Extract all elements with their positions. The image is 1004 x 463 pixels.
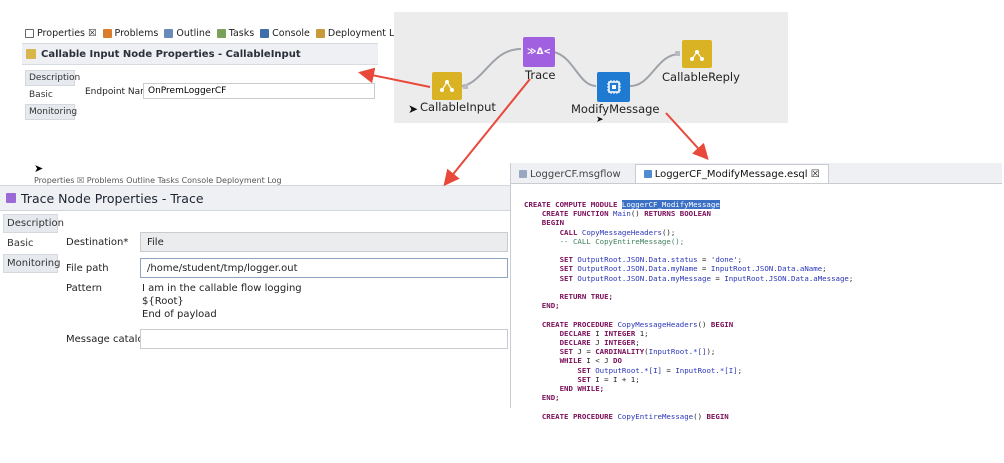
callable-reply-label: CallableReply: [662, 70, 740, 84]
trace-node[interactable]: ≫Δ<: [523, 37, 555, 67]
callable-input-label: CallableInput: [420, 100, 496, 114]
callable-reply-node[interactable]: [682, 40, 712, 68]
compute-icon: [606, 80, 621, 94]
mouse-cursor-icon-3: ➤: [34, 162, 44, 175]
code-line: CREATE PROCEDURE CopyMessageHeaders() BE…: [541, 319, 734, 329]
trace-node-icon: [6, 193, 16, 203]
code-line: SET J = CARDINALITY(InputRoot.*[]);: [559, 347, 716, 357]
code-line: -- CALL CopyEntireMessage();: [524, 236, 685, 246]
code-area[interactable]: CREATE COMPUTE MODULE LoggerCF_ModifyMes…: [524, 200, 854, 421]
tab-properties[interactable]: Properties ☒: [25, 28, 97, 39]
message-catalog-label: Message catalog: [66, 334, 150, 345]
destination-select[interactable]: File: [140, 232, 508, 252]
trace-properties-panel: Properties ☒ Problems Outline Tasks Cons…: [0, 162, 511, 350]
properties-icon: [25, 29, 34, 38]
tab-deployment-log[interactable]: Deployment Log: [315, 28, 406, 39]
code-line: WHILE I < J DO: [559, 356, 622, 366]
properties-title: Callable Input Node Properties - Callabl…: [41, 48, 301, 60]
view-tab-bar-2[interactable]: Properties ☒ Problems Outline Tasks Cons…: [34, 175, 282, 185]
pattern-line: I am in the callable flow logging: [142, 283, 302, 294]
message-flow-canvas[interactable]: CallableInput ≫Δ< Trace ModifyMessage Ca…: [394, 12, 788, 125]
editor-tab-msgflow[interactable]: LoggerCF.msgflow: [511, 165, 629, 183]
callable-input-properties-panel: Properties ☒ Problems Outline Tasks Cons…: [22, 24, 406, 121]
side-tab-basic[interactable]: Basic: [25, 87, 75, 103]
side-tab-description[interactable]: Description: [25, 70, 80, 86]
tasks-icon: [216, 29, 226, 38]
pattern-line: ${Root}: [142, 296, 184, 307]
code-line: BEGIN: [524, 218, 565, 228]
side-tab-monitoring[interactable]: Monitoring: [25, 104, 77, 120]
callable-reply-icon: [690, 50, 704, 61]
mouse-cursor-icon-2: ➤: [596, 115, 604, 125]
trace-label: Trace: [525, 68, 556, 82]
side-tab-basic[interactable]: Basic: [3, 234, 58, 253]
code-line: CREATE FUNCTION Main() RETURNS BOOLEAN: [541, 209, 711, 219]
selected-module-name: LoggerCF_ModifyMessage: [621, 200, 720, 209]
pattern-line: End of payload: [142, 309, 217, 320]
properties-header: Callable Input Node Properties - Callabl…: [22, 43, 378, 65]
code-line: SET OutputRoot.JSON.Data.myName = InputR…: [559, 264, 827, 274]
code-line: DECLARE I INTEGER 1;: [559, 328, 649, 338]
code-line: END;: [524, 393, 560, 403]
callable-input-icon: [26, 49, 36, 59]
mouse-cursor-icon: ➤: [408, 102, 419, 116]
message-catalog-input[interactable]: [140, 329, 508, 349]
code-line: CALL CopyMessageHeaders();: [559, 227, 676, 237]
code-line: SET OutputRoot.JSON.Data.status = 'done'…: [559, 255, 743, 265]
console-icon: [260, 29, 270, 38]
modify-message-node[interactable]: [597, 72, 630, 102]
callable-reply-terminal[interactable]: [675, 51, 680, 56]
outline-icon: [164, 29, 174, 38]
callable-input-terminal[interactable]: [463, 84, 468, 89]
tab-outline[interactable]: Outline: [164, 28, 211, 39]
callable-input-node[interactable]: [432, 72, 462, 100]
arrow-to-esql-editor: [665, 112, 709, 160]
problems-icon: [102, 29, 112, 38]
side-tab-monitoring[interactable]: Monitoring: [3, 254, 60, 273]
code-line: CREATE PROCEDURE CopyEntireMessage() BEG…: [541, 411, 729, 421]
code-line: DECLARE J INTEGER;: [559, 338, 640, 348]
pattern-textarea[interactable]: I am in the callable flow logging ${Root…: [142, 282, 302, 321]
file-path-input[interactable]: /home/student/tmp/logger.out: [140, 258, 508, 278]
editor-tabs: LoggerCF.msgflow LoggerCF_ModifyMessage.…: [511, 163, 1002, 184]
editor-tab-esql[interactable]: LoggerCF_ModifyMessage.esql ☒: [634, 164, 829, 183]
view-tab-bar: Properties ☒ Problems Outline Tasks Cons…: [25, 28, 406, 39]
destination-label: Destination*: [66, 237, 129, 248]
endpoint-name-field[interactable]: OnPremLoggerCF: [143, 83, 375, 99]
pattern-label: Pattern: [66, 283, 102, 294]
deployment-log-icon: [315, 29, 325, 38]
tab-tasks[interactable]: Tasks: [216, 28, 254, 39]
msgflow-file-icon: [519, 170, 527, 178]
file-path-label: File path: [66, 263, 109, 274]
connection-modify-reply[interactable]: [629, 53, 681, 87]
esql-editor: LoggerCF.msgflow LoggerCF_ModifyMessage.…: [510, 163, 1002, 421]
arrow-to-trace-properties: [443, 78, 531, 187]
trace-side-tabs: Description Basic Monitoring: [3, 214, 64, 274]
modify-message-label: ModifyMessage: [571, 102, 660, 116]
tab-problems[interactable]: Problems: [102, 28, 158, 39]
trace-properties-title: Trace Node Properties - Trace: [21, 190, 204, 206]
code-line: RETURN TRUE;: [524, 292, 613, 302]
code-line: END WHILE;: [524, 384, 605, 394]
callable-input-icon: [440, 80, 454, 92]
tab-console[interactable]: Console: [260, 28, 310, 39]
connection-trace-modify[interactable]: [553, 51, 597, 87]
code-line: END;: [524, 301, 560, 311]
properties-side-tabs: Description Basic Monitoring: [25, 70, 80, 121]
code-line: SET OutputRoot.*[I] = InputRoot.*[I];: [577, 365, 743, 375]
endpoint-name-label: Endpoint Name*: [85, 87, 159, 97]
esql-file-icon: [643, 170, 652, 178]
code-line: SET OutputRoot.JSON.Data.myMessage = Inp…: [559, 273, 854, 283]
trace-properties-header: Trace Node Properties - Trace: [0, 185, 511, 211]
arrow-to-callable-input-properties: [358, 67, 431, 88]
side-tab-description[interactable]: Description: [3, 214, 64, 233]
trace-icon: ≫Δ<: [527, 47, 551, 57]
code-line: SET I = I + 1;: [577, 374, 640, 384]
